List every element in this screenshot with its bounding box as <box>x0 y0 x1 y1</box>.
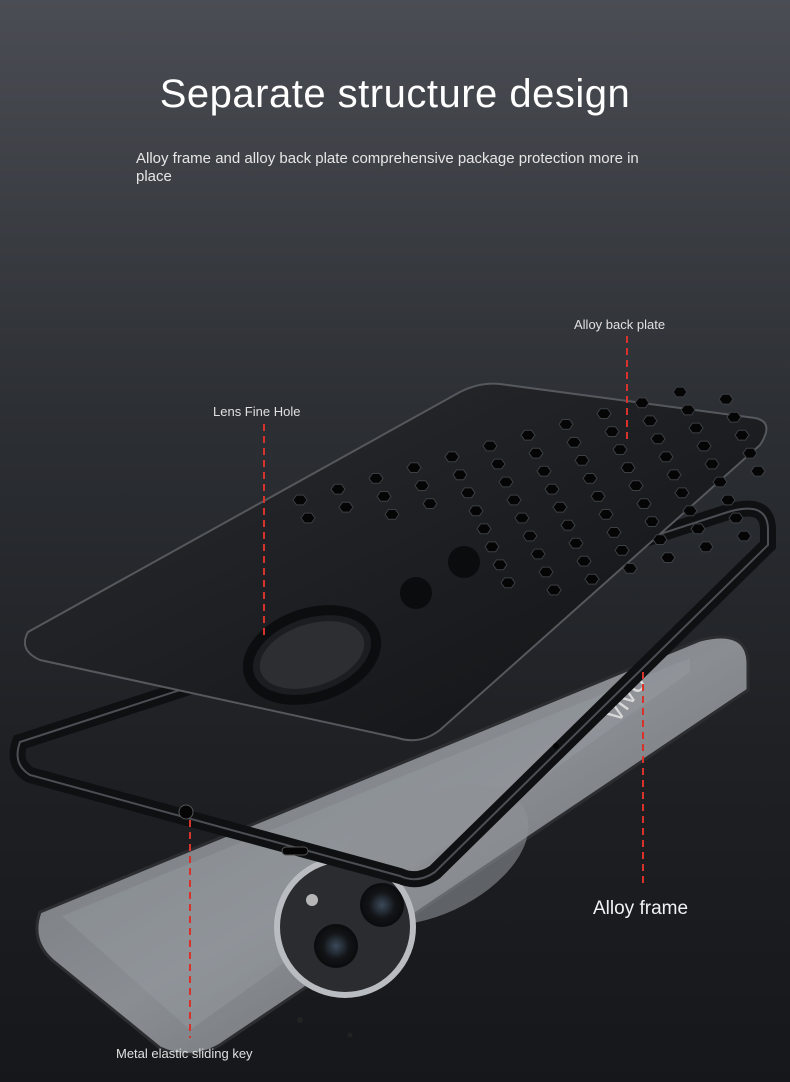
vent-hole <box>750 465 766 477</box>
page-subtitle: Alloy frame and alloy back plate compreh… <box>136 150 639 185</box>
vent-hole <box>520 429 536 441</box>
vent-hole <box>682 505 698 517</box>
vent-hole <box>452 469 468 481</box>
vent-hole <box>536 465 552 477</box>
vent-hole <box>368 473 384 484</box>
vent-hole <box>406 462 422 473</box>
vent-hole <box>376 491 392 502</box>
vent-hole <box>560 519 576 531</box>
callout-frame: Alloy frame <box>593 898 689 919</box>
vent-hole <box>690 523 706 535</box>
alloy-frame <box>9 500 776 888</box>
vent-hole <box>338 501 354 513</box>
vent-hole <box>492 559 508 571</box>
vent-hole <box>460 487 476 499</box>
vent-hole <box>650 433 666 445</box>
ventilation-holes <box>292 386 766 596</box>
vent-hole <box>652 534 668 545</box>
vent-hole <box>704 458 720 470</box>
vent-hole <box>568 537 584 549</box>
vent-hole <box>584 573 600 585</box>
vent-hole <box>546 584 562 596</box>
vent-hole <box>468 505 484 517</box>
vent-hole <box>606 527 622 538</box>
vent-hole <box>530 548 546 560</box>
vent-hole <box>422 498 438 509</box>
vent-hole <box>728 512 744 524</box>
vent-hole <box>544 483 560 495</box>
alloy-back-plate <box>24 382 768 742</box>
vent-hole <box>576 555 592 567</box>
vent-hole <box>658 451 674 463</box>
vent-hole <box>506 494 522 506</box>
vent-hole <box>742 447 758 459</box>
vent-hole <box>582 473 598 484</box>
vent-hole <box>666 469 682 481</box>
camera-lens-2 <box>314 924 358 968</box>
vent-hole <box>330 483 346 495</box>
vent-hole <box>514 512 530 524</box>
vent-hole <box>672 386 688 398</box>
vent-hole <box>528 447 544 459</box>
page-title: Separate structure design <box>159 72 631 116</box>
vent-hole <box>444 451 460 463</box>
vent-hole <box>566 437 582 448</box>
callout-lines <box>189 336 644 1038</box>
vent-hole <box>552 501 568 513</box>
vent-hole <box>522 530 538 542</box>
callout-back-plate: Alloy back plate <box>574 317 666 332</box>
callout-lens-hole: Lens Fine Hole <box>213 404 301 419</box>
vent-hole <box>726 411 742 423</box>
vent-hole <box>642 415 658 427</box>
vent-hole <box>696 440 712 452</box>
vent-hole <box>644 516 660 527</box>
vent-hole <box>558 419 574 430</box>
vent-hole <box>688 422 704 434</box>
vent-hole <box>622 563 638 574</box>
vent-hole <box>498 476 514 488</box>
vent-hole <box>698 541 714 553</box>
vent-hole <box>612 444 628 455</box>
vent-hole <box>596 408 612 419</box>
vent-hole <box>300 512 316 524</box>
frame-button-hole <box>178 804 194 820</box>
vent-hole <box>660 552 676 563</box>
vent-hole <box>634 397 650 409</box>
vent-hole <box>476 523 492 535</box>
vent-hole <box>538 566 554 578</box>
vent-hole <box>620 462 636 473</box>
vent-hole <box>628 480 644 491</box>
vent-hole <box>490 458 506 470</box>
vent-hole <box>734 429 750 441</box>
vent-hole <box>614 545 630 556</box>
vent-hole <box>718 393 734 405</box>
vent-hole <box>384 509 400 520</box>
vent-hole <box>598 509 614 520</box>
vent-hole <box>500 577 516 589</box>
vent-hole <box>574 455 590 466</box>
vent-hole <box>680 404 696 416</box>
vent-hole <box>604 426 620 437</box>
vent-hole <box>482 440 498 452</box>
vent-hole <box>720 494 736 506</box>
callout-sliding-key: Metal elastic sliding key <box>116 1046 253 1061</box>
vent-hole <box>484 541 500 553</box>
frame-usb-port <box>281 846 309 856</box>
vent-hole <box>590 491 606 502</box>
vent-hole <box>292 494 308 506</box>
vent-hole <box>674 487 690 499</box>
vent-hole <box>636 498 652 509</box>
vent-hole <box>736 530 752 542</box>
vent-hole <box>712 476 728 488</box>
vent-hole <box>414 480 430 491</box>
camera-lens-1 <box>360 883 404 927</box>
